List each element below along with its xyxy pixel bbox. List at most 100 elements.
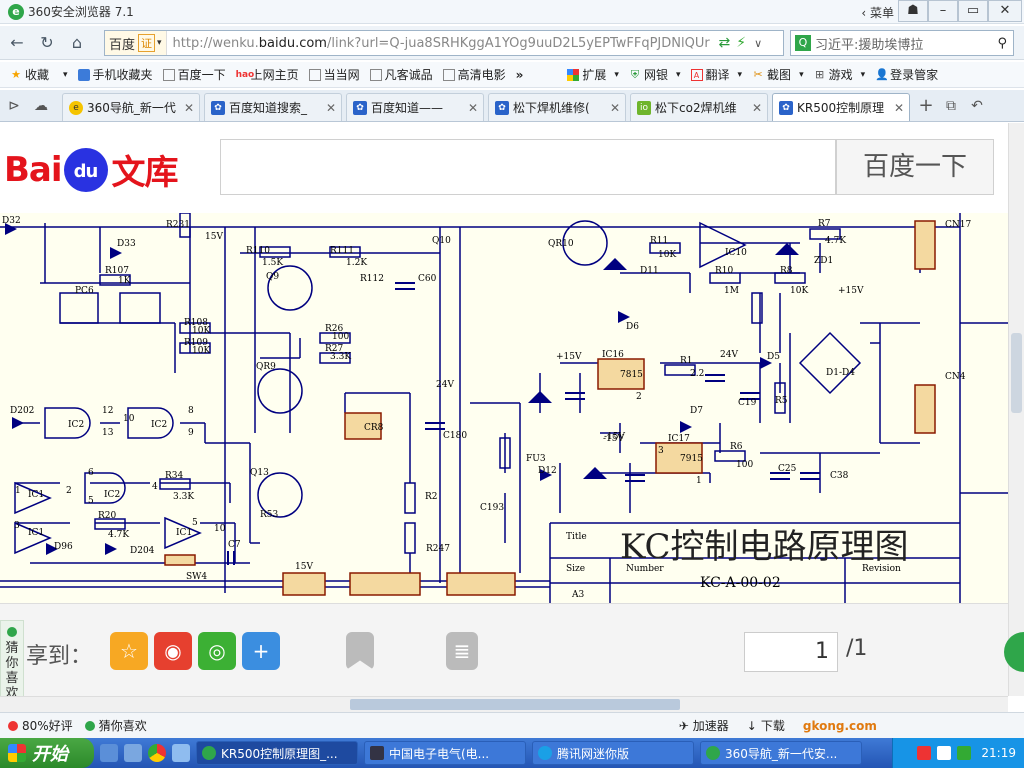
- netbank-button[interactable]: ⛨网银▾: [629, 66, 681, 83]
- tab-close-icon[interactable]: ✕: [893, 100, 904, 115]
- vertical-scrollbar[interactable]: [1008, 123, 1024, 696]
- label: C25: [778, 464, 797, 474]
- page-icon: [308, 68, 321, 81]
- back-icon[interactable]: ←: [10, 32, 24, 52]
- download-icon: ↓: [746, 718, 757, 733]
- bookmark-dangdang[interactable]: 当当网: [308, 66, 360, 83]
- tab-label: 百度知道——: [371, 101, 444, 115]
- tab-panasonic-repair[interactable]: ✿松下焊机维修(✕: [488, 93, 626, 121]
- undo-close-icon[interactable]: ↶: [971, 97, 983, 114]
- home-icon[interactable]: ⌂: [71, 32, 83, 52]
- label: IC17: [668, 434, 690, 444]
- chevron-down-icon[interactable]: ∨: [754, 36, 763, 50]
- notes-icon[interactable]: ≣: [446, 632, 478, 670]
- float-badge-icon[interactable]: [1004, 632, 1024, 672]
- clock[interactable]: 21:19: [981, 746, 1016, 760]
- baidu-wenku-logo[interactable]: Bai du 文库: [4, 145, 179, 194]
- label: 1.2K: [346, 258, 367, 268]
- new-tab-icon[interactable]: +: [918, 95, 934, 116]
- wenku-search-input[interactable]: [220, 139, 836, 195]
- search-input[interactable]: 习近平:援助埃博拉: [815, 37, 924, 53]
- bookmark-mobile[interactable]: 手机收藏夹: [77, 66, 153, 83]
- tab-close-icon[interactable]: ✕: [609, 100, 620, 115]
- close-button[interactable]: ✕: [988, 0, 1022, 22]
- minimize-button[interactable]: –: [928, 0, 958, 22]
- download-item[interactable]: ↓下载: [747, 717, 785, 734]
- compat-mode-icon[interactable]: ⇄: [718, 35, 731, 51]
- skin-button[interactable]: ☗: [898, 0, 928, 22]
- chrome-icon[interactable]: [148, 744, 166, 762]
- games-button[interactable]: ⊞游戏▾: [814, 66, 865, 83]
- screenshot-button[interactable]: ✂截图▾: [752, 66, 803, 83]
- dropdown-icon[interactable]: ▾: [63, 69, 68, 80]
- start-button[interactable]: 开始: [0, 738, 94, 768]
- bookmark-icon[interactable]: [346, 632, 374, 670]
- search-box[interactable]: Q 习近平:援助埃博拉 ⚲: [790, 30, 1014, 56]
- explorer-icon[interactable]: [172, 744, 190, 762]
- sidebar-toggle-icon[interactable]: ⊳: [8, 97, 20, 114]
- taskbar-item-electric[interactable]: 中国电子电气(电...: [364, 741, 526, 765]
- taskbar-item-kr500[interactable]: KR500控制原理图_...: [196, 741, 358, 765]
- login-manager-button[interactable]: 👤登录管家: [875, 66, 938, 83]
- tab-close-icon[interactable]: ✕: [467, 100, 478, 115]
- tray-network-icon[interactable]: [937, 746, 952, 760]
- extensions-button[interactable]: 扩展▾: [567, 66, 619, 83]
- url-text[interactable]: http://wenku.baidu.com/link?url=Q-jua8SR…: [173, 36, 713, 51]
- refresh-icon[interactable]: ↻: [40, 32, 54, 52]
- title-label: Title: [566, 532, 587, 542]
- tab-baidu-zhidao-search[interactable]: ✿百度知道搜索_✕: [204, 93, 342, 121]
- search-engine-icon[interactable]: Q: [795, 35, 811, 51]
- guess-item[interactable]: 猜你喜欢: [84, 717, 147, 734]
- label: IC1: [28, 490, 44, 500]
- bookmark-vancl[interactable]: 凡客诚品: [369, 66, 433, 83]
- label: 15V: [205, 232, 223, 242]
- url-field[interactable]: 百度证▾ http://wenku.baidu.com/link?url=Q-j…: [104, 30, 784, 56]
- scroll-thumb[interactable]: [350, 699, 680, 710]
- scroll-thumb[interactable]: [1011, 333, 1022, 413]
- weibo-icon[interactable]: ◉: [154, 632, 192, 670]
- horizontal-scrollbar[interactable]: [0, 696, 1008, 712]
- desktop-icon[interactable]: [124, 744, 142, 762]
- wenku-search-button[interactable]: 百度一下: [836, 139, 994, 195]
- tray-security-icon[interactable]: [957, 746, 972, 760]
- tray-app-icon[interactable]: [917, 746, 932, 760]
- bookmark-favorites[interactable]: ★收藏▾: [10, 66, 68, 83]
- tab-close-icon[interactable]: ✕: [183, 100, 194, 115]
- dropdown-icon: ▾: [737, 69, 743, 80]
- taskbar-item-360[interactable]: 360导航_新一代安...: [700, 741, 862, 765]
- tab-kr500[interactable]: ✿KR500控制原理✕: [772, 93, 910, 121]
- maximize-button[interactable]: ▭: [958, 0, 988, 22]
- bookmark-movies[interactable]: 高清电影: [442, 66, 506, 83]
- cloud-icon[interactable]: ☁: [34, 97, 48, 114]
- bookmark-label: 上网主页: [250, 68, 299, 82]
- label: R34: [165, 471, 184, 481]
- rating-icon: [8, 720, 18, 731]
- page-number-input[interactable]: 1: [744, 632, 838, 672]
- ie-icon[interactable]: [100, 744, 118, 762]
- accelerator-item[interactable]: ✈加速器: [679, 717, 729, 734]
- more-bookmarks-icon[interactable]: »: [515, 67, 524, 82]
- taskbar-item-qq[interactable]: 腾讯网迷你版: [532, 741, 694, 765]
- rating-item[interactable]: 80%好评: [8, 717, 73, 734]
- tab-baidu-zhidao[interactable]: ✿百度知道——✕: [346, 93, 484, 121]
- label: IC16: [602, 350, 624, 360]
- more-share-icon[interactable]: +: [242, 632, 280, 670]
- bookmark-baidu[interactable]: 百度一下: [162, 66, 226, 83]
- tab-close-icon[interactable]: ✕: [751, 100, 762, 115]
- favorite-icon[interactable]: ☆: [110, 632, 148, 670]
- title-block: Title KC控制电路原理图 Size A3 Number KC-A-00-0…: [566, 527, 909, 600]
- label: 15V: [295, 562, 313, 572]
- security-badge[interactable]: 百度证▾: [105, 31, 167, 55]
- label: 8: [188, 406, 194, 416]
- menu-button[interactable]: ‹ 菜单: [861, 4, 894, 21]
- tab-close-icon[interactable]: ✕: [325, 100, 336, 115]
- search-icon[interactable]: ⚲: [997, 35, 1007, 51]
- wechat-icon[interactable]: ◎: [198, 632, 236, 670]
- tab-list-icon[interactable]: ⧉: [946, 97, 956, 114]
- speed-icon[interactable]: ⚡: [736, 35, 747, 51]
